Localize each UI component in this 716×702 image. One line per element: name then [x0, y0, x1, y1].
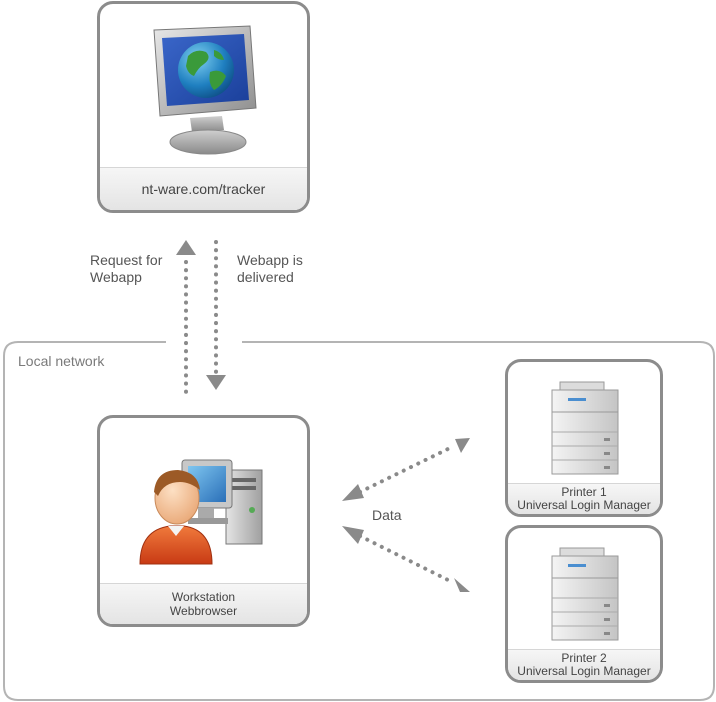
- delivered-label: Webapp is delivered: [237, 252, 303, 285]
- request-arrow: [176, 240, 196, 255]
- data-arrow-1-right-head: [455, 438, 470, 453]
- globe-monitor-icon: [153, 25, 257, 155]
- local-network-label: Local network: [18, 353, 105, 369]
- workstation-label-line2: Webbrowser: [169, 604, 238, 618]
- data-arrow-2-left-head: [342, 526, 364, 544]
- data-arrow-2-right-head: [454, 578, 470, 592]
- tracker-node: nt-ware.com/tracker: [97, 1, 310, 213]
- printer-icon: [551, 547, 619, 641]
- printer2-label-line2: Universal Login Manager: [517, 664, 651, 678]
- delivered-arrow: [206, 375, 226, 390]
- printer2-label-line1: Printer 2: [561, 651, 607, 665]
- request-label: Request for Webapp: [90, 252, 163, 285]
- tracker-label: nt-ware.com/tracker: [141, 181, 266, 197]
- workstation-label-line1: Workstation: [171, 590, 236, 604]
- printer1-label-line1: Printer 1: [561, 485, 607, 499]
- workstation-node: Workstation Webbrowser: [97, 415, 310, 627]
- data-arrow-1-line: [358, 445, 454, 494]
- printer2-node: Printer 2 Universal Login Manager: [505, 525, 663, 683]
- data-arrow-1-left-head: [342, 484, 364, 501]
- printer1-label-line2: Universal Login Manager: [517, 498, 651, 512]
- data-arrow-2-line: [358, 534, 454, 584]
- user-workstation-icon: [139, 459, 263, 565]
- data-label: Data: [372, 507, 402, 523]
- printer1-node: Printer 1 Universal Login Manager: [505, 359, 663, 517]
- printer-icon: [551, 381, 619, 475]
